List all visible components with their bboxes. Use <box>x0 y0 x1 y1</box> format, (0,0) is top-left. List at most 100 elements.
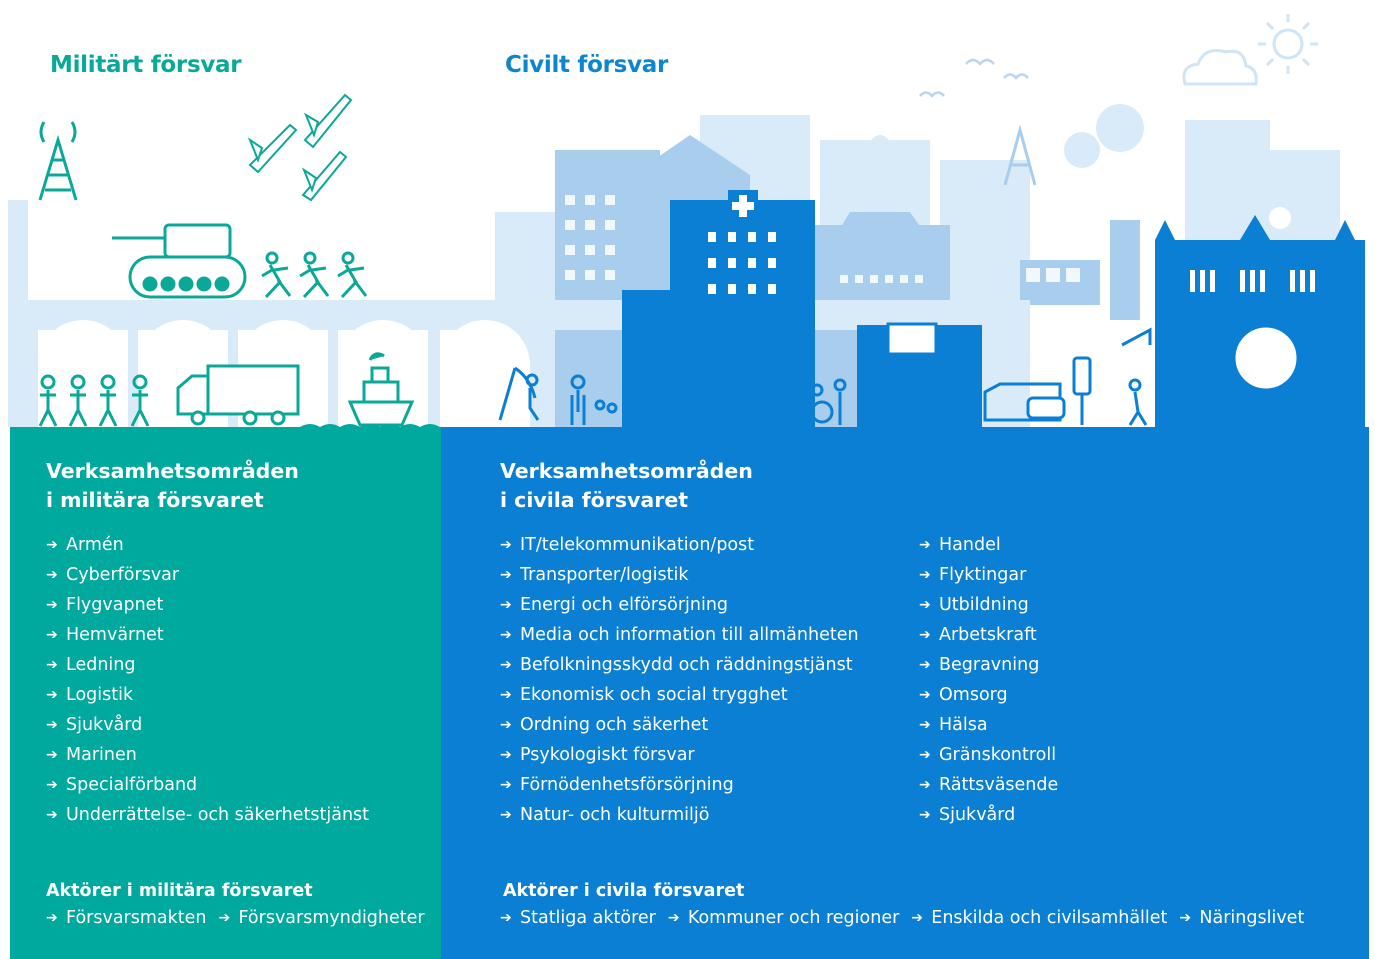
arrow-icon: ➔ <box>667 910 680 926</box>
radio-tower-icon <box>38 121 78 201</box>
civil-heading: Civilt försvar <box>505 52 669 78</box>
actor-label: Näringslivet <box>1199 908 1305 928</box>
list-item: ➔Armén <box>46 535 369 565</box>
list-item-label: Ordning och säkerhet <box>520 715 709 735</box>
list-item: ➔Utbildning <box>919 595 1058 625</box>
civil-panel-title: Verksamhetsområden i civila försvaret <box>500 457 753 515</box>
list-item-label: Gränskontroll <box>939 745 1057 765</box>
arrow-icon: ➔ <box>500 747 512 763</box>
list-item-label: Hemvärnet <box>66 625 164 645</box>
list-item-label: Cyberförsvar <box>66 565 180 585</box>
list-item-label: Underrättelse- och säkerhetstjänst <box>66 805 370 825</box>
arrow-icon: ➔ <box>46 657 58 673</box>
list-item-label: Logistik <box>66 685 134 705</box>
list-item-label: Utbildning <box>939 595 1029 615</box>
shop-cart-icon <box>886 322 938 356</box>
list-item-label: Marinen <box>66 745 137 765</box>
list-item-label: Media och information till allmänheten <box>520 625 859 645</box>
actor-item: ➔Försvarsmakten <box>46 908 206 928</box>
list-item: ➔Energi och elförsörjning <box>500 595 859 625</box>
military-areas-list: ➔Armén ➔ Cyberförsvar ➔ Flygvapnet ➔ Hemvärnet… <box>46 535 369 835</box>
list-item: ➔ Marinen <box>46 745 369 775</box>
arrow-icon: ➔ <box>1179 910 1192 926</box>
defence-illustration <box>8 14 1365 427</box>
list-item-label: Arbetskraft <box>939 625 1037 645</box>
list-item: ➔ Flygvapnet <box>46 595 369 625</box>
list-item: ➔ Förnödenhetsförsörjning <box>500 775 859 805</box>
cloud-icon <box>1182 49 1258 86</box>
list-item-label: Flyktingar <box>939 565 1027 585</box>
soldiers-walking-icon <box>38 374 150 427</box>
birds-icon <box>919 58 1029 98</box>
list-item-label: Sjukvård <box>939 805 1016 825</box>
arrow-icon: ➔ <box>46 747 58 763</box>
truck-icon <box>176 364 300 426</box>
arrow-icon: ➔ <box>46 777 58 793</box>
fighter-jets-icon <box>247 93 353 202</box>
arrow-icon: ➔ <box>500 717 512 733</box>
arrow-icon: ➔ <box>500 597 512 613</box>
list-item: ➔ Rättsväsende <box>919 775 1058 805</box>
list-item: ➔Media och information till allmänheten <box>500 625 859 655</box>
actor-item: ➔Enskilda och civilsamhället <box>911 908 1167 928</box>
list-item: ➔ IT/telekommunikation/post <box>500 535 859 565</box>
list-item: ➔Hälsa <box>919 715 1058 745</box>
civil-panel: Verksamhetsområden i civila försvaret ➔ I… <box>441 427 1369 959</box>
civil-title-line1: Verksamhetsområden <box>500 459 753 483</box>
actor-item: ➔ Näringslivet <box>1179 908 1304 928</box>
arrow-icon: ➔ <box>919 747 931 763</box>
list-item: ➔ Ordning och säkerhet <box>500 715 859 745</box>
arrow-icon: ➔ <box>919 537 931 553</box>
ship-icon <box>347 352 415 427</box>
arrow-icon: ➔ <box>46 807 58 823</box>
arrow-icon: ➔ <box>500 657 512 673</box>
civil-radio-tower-icon <box>1003 124 1037 186</box>
water <box>300 424 440 427</box>
actor-label: Enskilda och civilsamhället <box>931 908 1168 928</box>
arrow-icon: ➔ <box>919 807 931 823</box>
list-item: ➔ Sjukvård <box>919 805 1058 835</box>
military-panel-title: Verksamhetsområden i militära försvaret <box>46 457 299 515</box>
arrow-icon: ➔ <box>500 567 512 583</box>
actor-item: ➔ Kommuner och regioner <box>668 908 899 928</box>
list-item-label: Transporter/logistik <box>520 565 689 585</box>
list-item: ➔Ekonomisk och social trygghet <box>500 685 859 715</box>
actor-label: Kommuner och regioner <box>687 908 900 928</box>
list-item-label: Psykologiskt försvar <box>520 745 695 765</box>
arrow-icon: ➔ <box>500 910 512 926</box>
arrow-icon: ➔ <box>919 777 931 793</box>
arrow-icon: ➔ <box>919 627 931 643</box>
military-actors-list: ➔Försvarsmakten➔Försvarsmyndigheter <box>46 908 437 928</box>
list-item: ➔ Cyberförsvar <box>46 565 369 595</box>
list-item: ➔Logistik <box>46 685 369 715</box>
list-item: ➔Flyktingar <box>919 565 1058 595</box>
list-item-label: Handel <box>939 535 1001 555</box>
list-item-label: Ekonomisk och social trygghet <box>520 685 788 705</box>
civil-buildings <box>622 190 1365 427</box>
list-item: ➔ Arbetskraft <box>919 625 1058 655</box>
arrow-icon: ➔ <box>919 687 931 703</box>
arrow-icon: ➔ <box>46 597 58 613</box>
actor-item: ➔ Statliga aktörer <box>500 908 656 928</box>
actor-label: Statliga aktörer <box>520 908 656 928</box>
arrow-icon: ➔ <box>46 717 58 733</box>
arrow-icon: ➔ <box>46 627 58 643</box>
list-item: ➔ Specialförband <box>46 775 369 805</box>
list-item-label: Rättsväsende <box>939 775 1059 795</box>
list-item-label: IT/telekommunikation/post <box>520 535 755 555</box>
list-item-label: Begravning <box>939 655 1040 675</box>
list-item-label: Flygvapnet <box>66 595 164 615</box>
arrow-icon: ➔ <box>46 567 58 583</box>
list-item-label: Förnödenhetsförsörjning <box>520 775 734 795</box>
list-item-label: Omsorg <box>939 685 1008 705</box>
arrow-icon: ➔ <box>500 537 512 553</box>
arrow-icon: ➔ <box>218 910 231 926</box>
military-title-line2: i militära försvaret <box>46 488 264 512</box>
arrow-icon: ➔ <box>500 777 512 793</box>
civil-title-line2: i civila försvaret <box>500 488 689 512</box>
civil-areas-list-col2: ➔Handel➔Flyktingar➔Utbildning➔Arbetskraf… <box>919 535 1058 835</box>
arrow-icon: ➔ <box>919 657 931 673</box>
civil-actors-title: Aktörer i civila försvaret <box>503 881 745 901</box>
list-item-label: Specialförband <box>66 775 198 795</box>
list-item: ➔ Omsorg <box>919 685 1058 715</box>
